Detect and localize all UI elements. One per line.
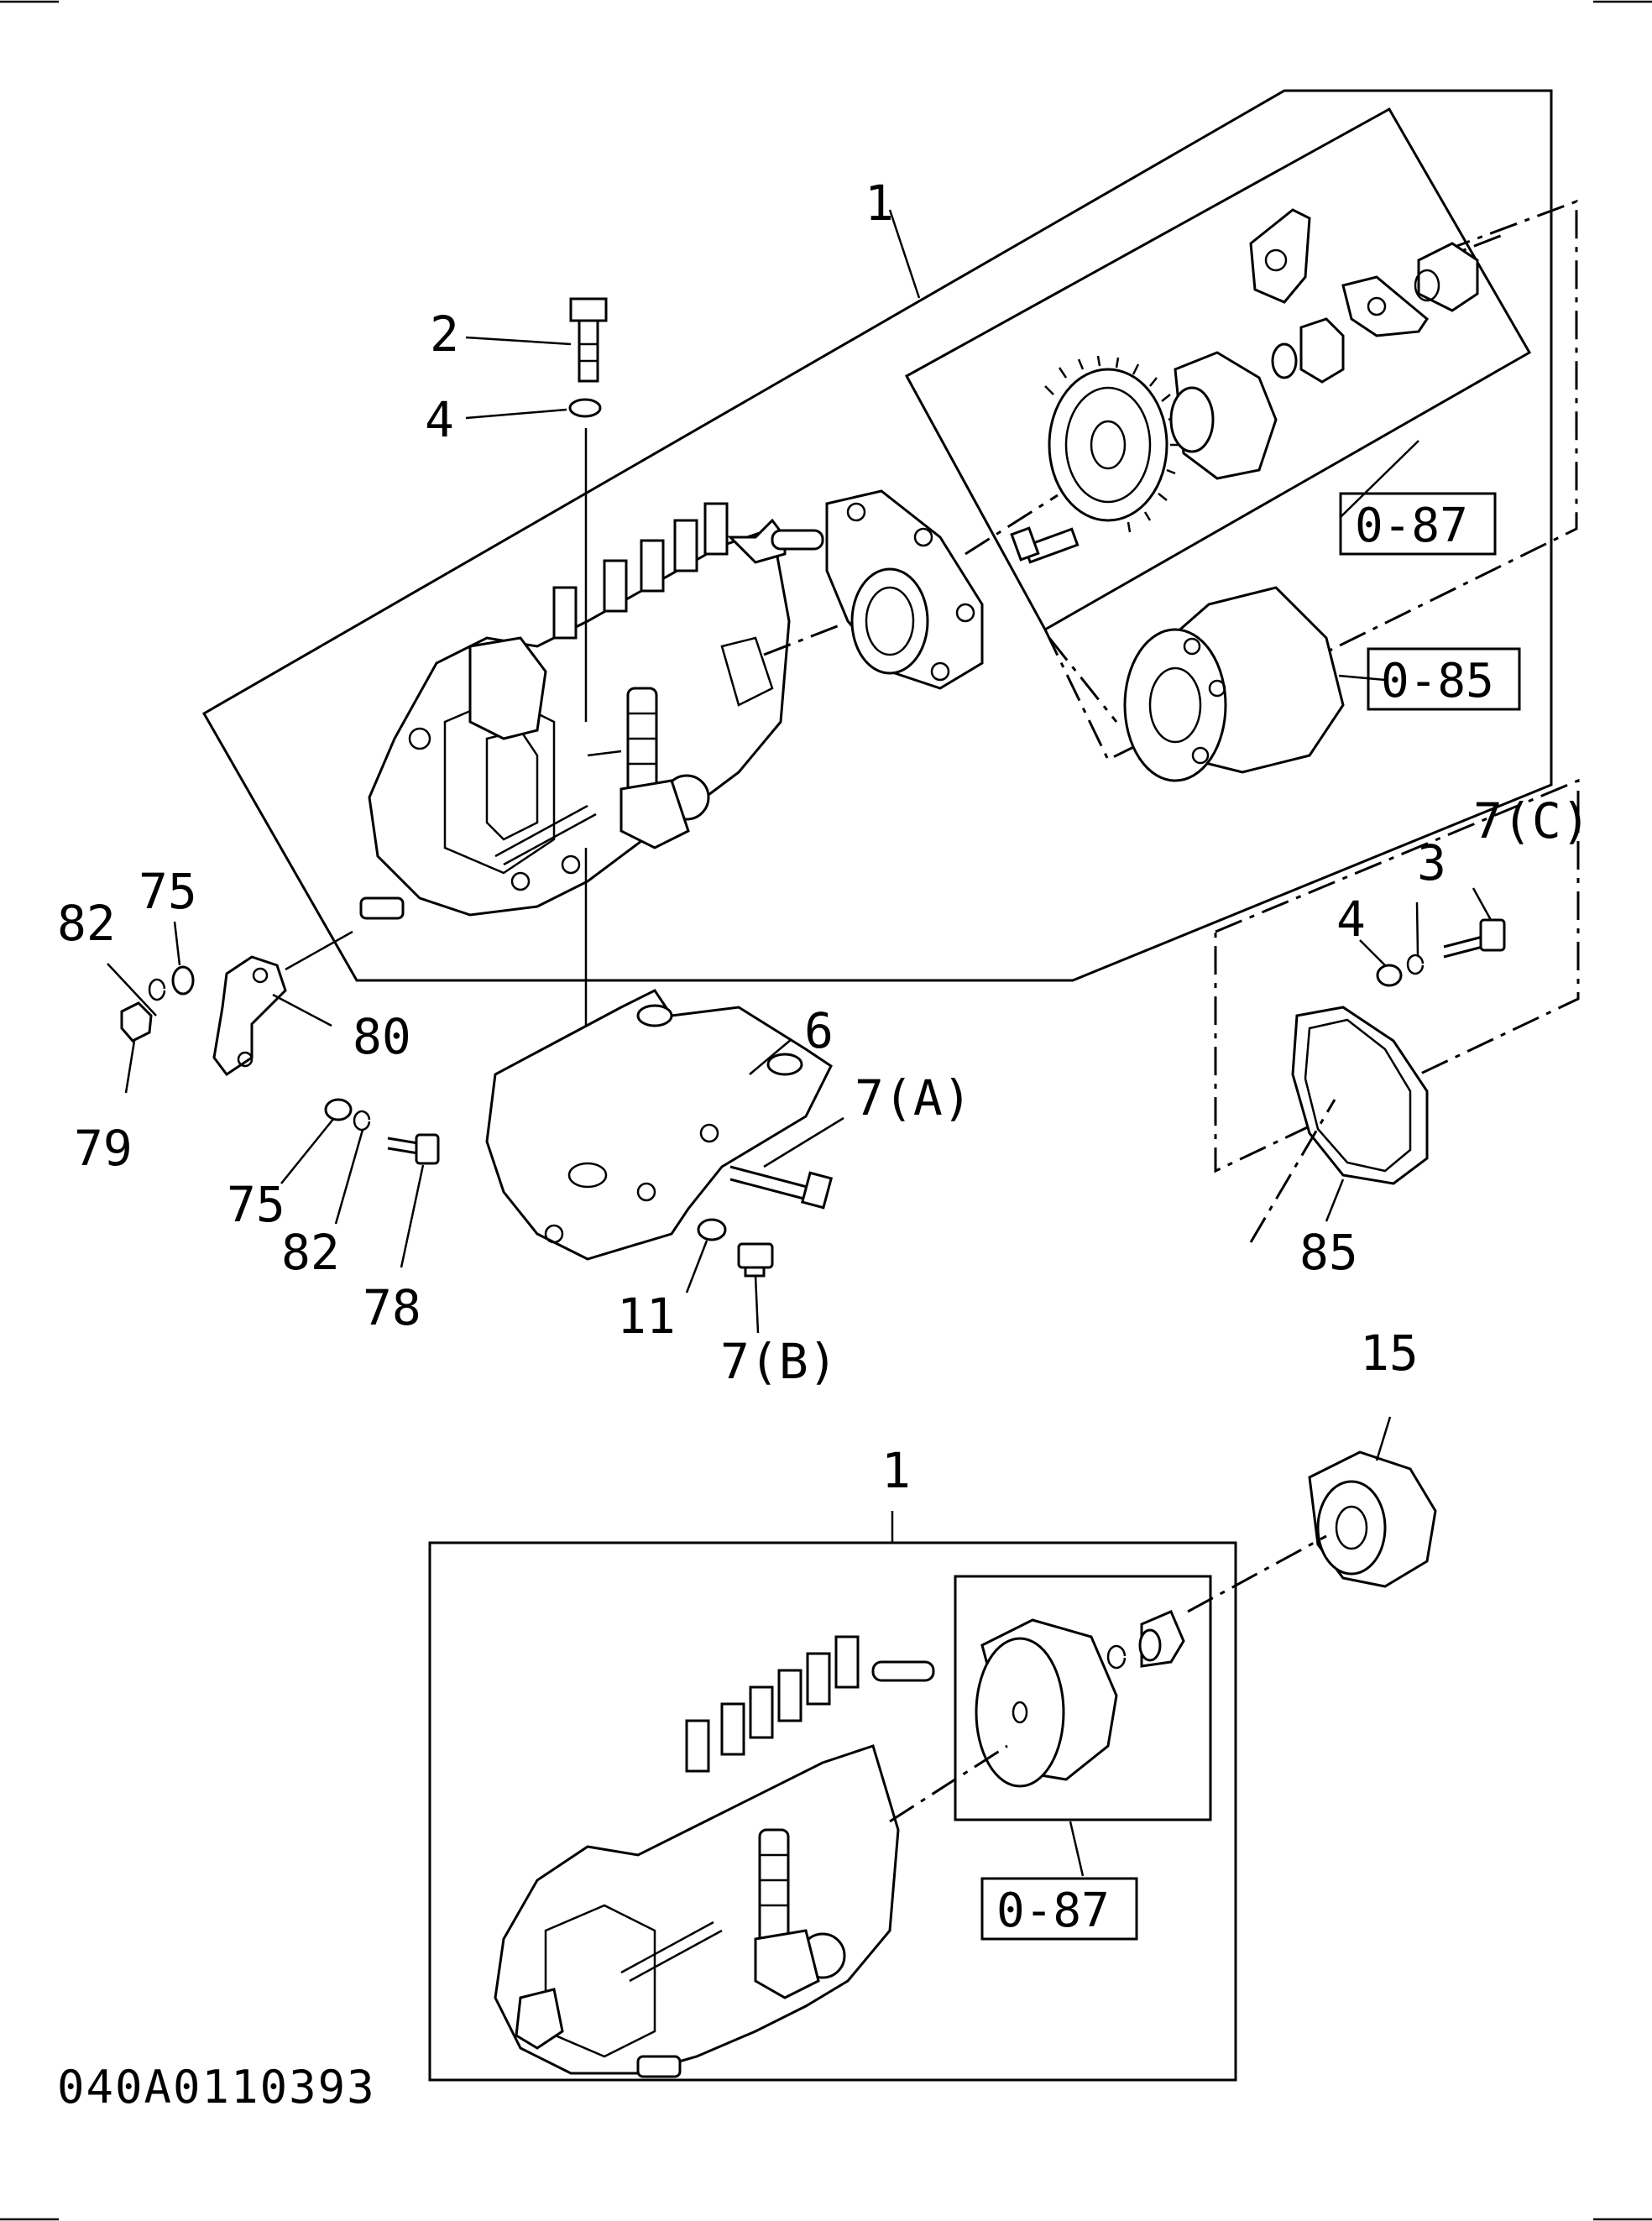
label-7a: 7(A) <box>855 1069 972 1126</box>
nut-79 <box>120 1001 153 1043</box>
label-1-bottom: 1 <box>881 1442 911 1499</box>
snap-ring-bottom <box>1106 1644 1127 1670</box>
label-15: 15 <box>1360 1325 1419 1382</box>
delivery-valves-top <box>552 502 729 640</box>
gasket-85 <box>1291 1006 1429 1185</box>
coupling-087-bottom <box>975 1618 1118 1788</box>
ref-087-top-frame <box>904 107 1532 632</box>
feed-pump-bottom <box>754 1828 846 1999</box>
spring-washer-3 <box>1406 954 1425 975</box>
washer-4-right <box>1376 964 1403 987</box>
assembly-1-top-frame <box>201 89 1553 982</box>
washer-75-b <box>324 1098 353 1121</box>
leader-lines <box>107 209 1493 1877</box>
bolt-78 <box>387 1133 440 1165</box>
bracket-6 <box>485 989 833 1261</box>
delivery-valves-bottom <box>685 1635 860 1773</box>
injection-pump-bottom <box>494 1635 935 2078</box>
washer-75-a <box>171 965 195 996</box>
coupling-axis <box>1048 637 1118 723</box>
ref-085-label: 0-85 <box>1381 654 1494 708</box>
drive-axis-top <box>965 494 1059 556</box>
bolt-7b <box>737 1242 774 1278</box>
part-15 <box>1308 1450 1437 1588</box>
label-11: 11 <box>617 1288 676 1345</box>
label-1-top: 1 <box>865 175 894 232</box>
label-6: 6 <box>804 1002 834 1059</box>
label-82-lower: 82 <box>281 1224 340 1281</box>
lock-plates <box>1249 208 1429 337</box>
ref-085-frame <box>1043 199 1578 762</box>
part15-axis <box>1187 1534 1327 1613</box>
ref-087-bottom-label: 0-87 <box>996 1884 1110 1938</box>
drive-gear <box>1044 355 1179 533</box>
drawing-code: 040A0110393 <box>57 2061 376 2114</box>
bolt-2 <box>569 297 608 383</box>
shaft-axis-top <box>763 624 840 656</box>
ref-box-085: 0-85 <box>1367 647 1521 711</box>
ref-box-087-bottom: 0-87 <box>980 1877 1138 1941</box>
gasket-axis <box>1249 1099 1336 1243</box>
label-85: 85 <box>1299 1224 1358 1281</box>
bushing-bottom <box>1138 1610 1185 1668</box>
nut-and-washer <box>1271 242 1479 384</box>
coupling-085 <box>1123 586 1345 782</box>
label-79: 79 <box>74 1120 133 1177</box>
timer-housing-flange <box>825 489 984 690</box>
label-7c: 7(C) <box>1473 792 1591 849</box>
label-2: 2 <box>430 306 459 363</box>
washer-4-top <box>568 398 602 418</box>
label-4-right: 4 <box>1336 891 1366 948</box>
label-78: 78 <box>363 1279 421 1336</box>
label-3: 3 <box>1417 834 1446 891</box>
washer-11 <box>697 1218 727 1241</box>
assembly-1-bottom-frame <box>428 1541 1237 2082</box>
feed-pump-top <box>620 687 710 849</box>
label-4-top: 4 <box>425 391 454 448</box>
bolt-7a <box>729 1165 834 1210</box>
gasket-85-frame <box>1214 778 1580 1173</box>
bolt-7c <box>1443 918 1506 959</box>
label-7b: 7(B) <box>720 1333 838 1390</box>
gear-hub <box>1169 351 1278 480</box>
label-82-upper: 82 <box>57 895 116 952</box>
label-80: 80 <box>353 1008 411 1065</box>
clip-82-b <box>353 1110 371 1131</box>
ref-box-087-top: 0-87 <box>1339 492 1497 556</box>
clip-82-a <box>148 978 166 1001</box>
label-75-lower: 75 <box>227 1176 285 1233</box>
label-75-upper: 75 <box>139 863 197 920</box>
ref-087-top-label: 0-87 <box>1355 499 1468 553</box>
shaft-axis-bottom <box>889 1744 1008 1823</box>
hex-bolt-in-gear <box>1010 526 1080 564</box>
injection-pump-top <box>359 502 824 920</box>
stop-bracket-80 <box>212 930 353 1077</box>
ref-087-bottom-frame <box>954 1575 1212 1821</box>
